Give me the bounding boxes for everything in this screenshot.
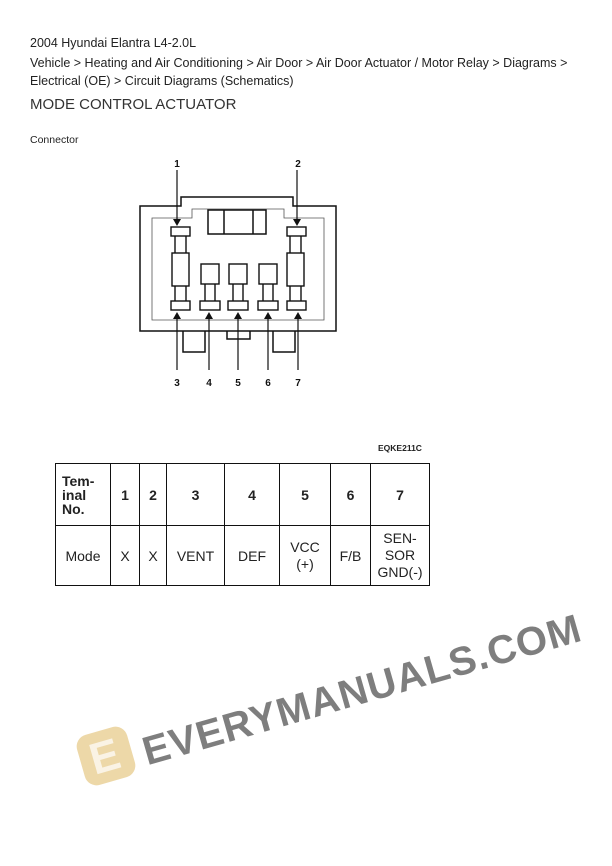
table-row: Mode X X VENT DEF VCC (+) F/B SEN- SOR G… [55,525,430,586]
header-cell: 2 [139,463,167,526]
vehicle-title: 2004 Hyundai Elantra L4-2.0L [30,36,197,50]
header-cell: 6 [330,463,371,526]
header-cell: 7 [370,463,430,526]
row-cell: F/B [330,525,371,586]
page-title: MODE CONTROL ACTUATOR [30,96,237,113]
pin-label-6: 6 [265,378,271,389]
pin-label-3: 3 [174,378,180,389]
header-cell: 3 [166,463,225,526]
pin-label-4: 4 [206,378,212,389]
row-cell: X [139,525,167,586]
pin-label-7: 7 [295,378,301,389]
header-cell: Tem- inal No. [55,463,111,526]
terminal-table: Tem- inal No. 1 2 3 4 5 6 7 Mode X X VEN… [55,463,430,586]
breadcrumb: Vehicle > Heating and Air Conditioning >… [30,56,568,88]
header-cell: 5 [279,463,331,526]
header-cell: 1 [110,463,140,526]
row-cell: VCC (+) [279,525,331,586]
row-cell: X [110,525,140,586]
row-cell: DEF [224,525,280,586]
pin-label-1: 1 [174,159,180,170]
pin-label-5: 5 [235,378,241,389]
table-header-row: Tem- inal No. 1 2 3 4 5 6 7 [55,463,430,526]
header-cell: 4 [224,463,280,526]
row-cell: VENT [166,525,225,586]
row-cell: SEN- SOR GND(-) [370,525,430,586]
diagram-code: EQKE211C [378,443,422,453]
section-label: Connector [30,134,79,146]
row-cell: Mode [55,525,111,586]
pin-label-2: 2 [295,159,301,170]
